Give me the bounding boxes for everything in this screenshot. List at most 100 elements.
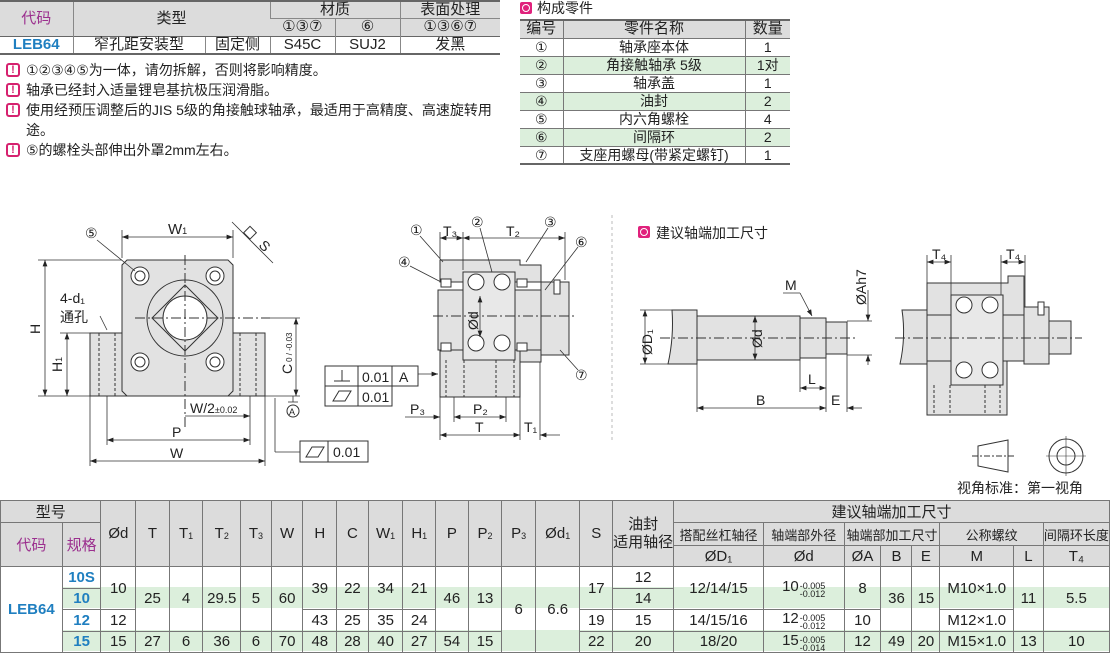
part-no: ⑥	[520, 127, 563, 146]
cell: 40	[367, 630, 404, 653]
dim-c-tol: 0 / -0.03	[285, 332, 294, 362]
perpendicularity-value: 0.01	[362, 369, 389, 385]
col-header: T1	[168, 500, 204, 567]
col-header: H	[302, 500, 338, 567]
cell: 6.6	[534, 566, 581, 653]
cell: 25	[135, 566, 170, 632]
note-text: 轴承已经封入适量锂皂基抗极压润滑脂。	[26, 82, 278, 98]
cell: 13	[1013, 630, 1044, 653]
cell: 34	[367, 566, 404, 610]
part-qty: 1	[744, 73, 790, 92]
col-header: P3	[501, 500, 536, 567]
callout-7: ⑦	[575, 367, 588, 383]
dim-t1: T₁	[524, 419, 538, 435]
header-size: 规格	[61, 522, 102, 567]
symbol-header: B	[880, 545, 913, 567]
cell: 5	[240, 566, 272, 632]
subheader: 轴端部外径	[762, 522, 845, 546]
code-cell: LEB64	[0, 566, 63, 653]
cell: 15	[100, 630, 137, 653]
tolerance-cell: 12-0.005-0.012	[762, 609, 845, 632]
col-header: W	[270, 500, 304, 567]
col-header: T2	[202, 500, 242, 567]
dim-t4: T₄	[1006, 246, 1021, 262]
header-material: 材质	[269, 0, 400, 19]
part-no: ④	[520, 91, 563, 110]
cell: 6	[501, 566, 536, 653]
flatness-value: 0.01	[362, 389, 389, 405]
callout-2: ②	[471, 214, 484, 230]
note: ! 轴承已经封入适量锂皂基抗极压润滑脂。	[6, 80, 496, 100]
col-header: C	[336, 500, 369, 567]
cell: 6	[240, 630, 272, 653]
part-name: 间隔环	[562, 127, 745, 146]
parallelism-value: 0.01	[333, 444, 360, 460]
svg-text:W/2±0.02: W/2±0.02	[190, 400, 237, 416]
cell: 20	[911, 630, 941, 653]
cell: 27	[402, 630, 437, 653]
cell: 35	[367, 609, 404, 632]
symbol-header: Ød	[762, 545, 845, 567]
cell: 17	[579, 566, 614, 610]
cell: 70	[270, 630, 304, 653]
col-header: Ød1	[534, 500, 581, 567]
cell: 14/15/16	[673, 609, 764, 632]
dim-shaft-d: Ød	[749, 329, 765, 348]
table-row: 15 15 27 6 36 6 70 48 28 40 27 54 15 22 …	[1, 630, 1110, 653]
col-header: T	[135, 500, 170, 567]
warning-icon: !	[6, 143, 20, 157]
cell: 36	[880, 566, 913, 632]
header-seal: 油封适用轴径	[612, 500, 675, 567]
material-parts-1: ①③⑦	[270, 18, 335, 36]
size-cell: 15	[61, 630, 102, 653]
svg-text:W1: W1	[168, 221, 187, 238]
svg-text:H1: H1	[49, 357, 65, 372]
cell: 20	[612, 630, 675, 653]
cell: 36	[202, 630, 242, 653]
note-text: ①②③④⑤为一体，请勿拆解，否则将影响精度。	[26, 62, 327, 78]
cell: 46	[435, 566, 469, 632]
subheader: 搭配丝杠轴径	[673, 522, 764, 546]
warning-icon: !	[6, 103, 20, 117]
dim-w-half-tol: ±0.02	[215, 405, 237, 415]
spec-dimension-table: 型号 Ød T T1 T2 T3 W H C W1 H1 P P2 P3 Ød1…	[0, 500, 1110, 653]
surface-parts: ①③⑥⑦	[399, 18, 500, 36]
tolerance-cell: 10-0.005-0.012	[762, 566, 845, 610]
warning-icon: !	[6, 83, 20, 97]
part-name: 轴承盖	[562, 73, 745, 92]
part-name: 内六角螺栓	[562, 109, 745, 128]
cell: 12	[100, 609, 137, 632]
cell: 10	[100, 566, 137, 610]
cell: 19	[579, 609, 614, 632]
callout-1: ①	[410, 222, 423, 238]
perpendicularity-datum: A	[399, 369, 409, 385]
part-name: 油封	[562, 91, 745, 110]
cell: 18/20	[673, 630, 764, 653]
parts-header: 零件名称	[562, 19, 745, 38]
note: ! ①②③④⑤为一体，请勿拆解，否则将影响精度。	[6, 60, 496, 80]
cell: 21	[402, 566, 437, 610]
cell: 15	[612, 609, 675, 632]
cell: 10	[843, 609, 882, 632]
cell: M15×1.0	[939, 630, 1015, 653]
cell: 25	[336, 609, 369, 632]
subheader: 公称螺纹	[939, 522, 1044, 546]
callout-3: ③	[544, 214, 557, 230]
cell: M12×1.0	[939, 609, 1015, 632]
warning-icon: !	[6, 63, 20, 77]
datum-a: A	[289, 407, 295, 417]
symbol-header: T₄	[1042, 545, 1110, 567]
dim-a: ØAh7	[853, 269, 869, 305]
symbol-header: ØD₁	[673, 545, 764, 567]
dim-w: W	[170, 445, 184, 461]
cell: 11	[1013, 566, 1044, 632]
cell: 49	[880, 630, 913, 653]
code-value: LEB64	[0, 35, 73, 55]
svg-text:C0 / -0.03: C0 / -0.03	[279, 332, 295, 374]
cell: 4	[168, 566, 204, 632]
dim-t3: T₃	[443, 223, 457, 239]
cell: 10	[1042, 630, 1110, 653]
dim-h1: H	[49, 362, 65, 372]
callout-4: ④	[398, 254, 411, 270]
part-qty: 4	[744, 109, 790, 128]
